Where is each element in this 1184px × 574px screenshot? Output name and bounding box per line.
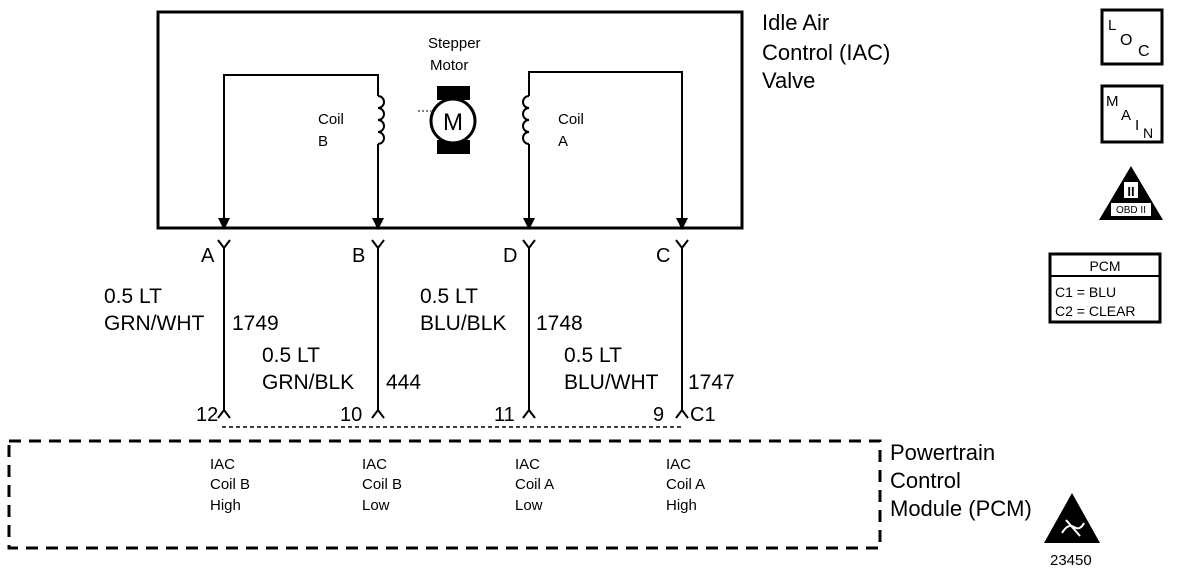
connector-forks [217,239,689,250]
main-icon: M A I N [1100,84,1164,144]
pcm-module-box [7,439,882,550]
svg-text:L: L [1108,17,1116,34]
wire-1-color: GRN/WHT [104,312,204,335]
svg-text:IAC: IAC [362,456,387,473]
wire-4-color: BLU/WHT [564,371,659,394]
loc-icon: L O C [1100,8,1164,66]
svg-text:Low: Low [362,497,390,514]
coil-b-label-2: B [318,133,328,150]
coil-a-winding [522,71,683,225]
figure-number: 23450 [1050,552,1092,569]
pcm-terminal-3: IAC Coil A Low [515,456,554,514]
motor-label-2: Motor [430,57,468,74]
connector-pin-d: D [503,245,517,267]
pcm-title-1: Powertrain [890,440,995,465]
terminal-arrows [218,218,688,230]
motor-symbol: M [443,109,463,136]
connector-pin-a: A [201,245,215,267]
pcm-terminal-1: IAC Coil B High [210,456,250,514]
wire-1-circuit: 1749 [232,312,279,335]
svg-text:OBD II: OBD II [1116,205,1146,216]
svg-text:O: O [1120,32,1132,49]
svg-text:Coil A: Coil A [515,476,554,493]
iac-valve-box [156,10,744,230]
pcm-pin-12: 12 [196,404,218,426]
svg-text:Coil A: Coil A [666,476,705,493]
wire-2-circuit: 444 [386,371,421,394]
svg-text:High: High [210,497,241,514]
pcm-connector-label: C1 [690,404,716,426]
coil-b-winding [223,74,385,225]
svg-text:IAC: IAC [515,456,540,473]
svg-text:PCM: PCM [1089,258,1120,274]
pcm-connector-forks [217,408,689,419]
svg-text:C1 = BLU: C1 = BLU [1055,284,1116,300]
stepper-motor-icon: M [418,86,477,154]
valve-title-2: Control (IAC) [762,40,890,65]
obd-ii-icon: II OBD II [1099,166,1163,220]
svg-text:M: M [1106,93,1119,110]
pcm-pin-11: 11 [494,404,515,426]
wire-2-gauge: 0.5 LT [262,344,320,367]
svg-text:II: II [1127,184,1134,199]
pcm-title-2: Control [890,468,961,493]
connector-pin-c: C [656,245,670,267]
coil-a-label-1: Coil [558,111,584,128]
pcm-terminal-4: IAC Coil A High [666,456,705,514]
pcm-title-3: Module (PCM) [890,496,1032,521]
wire-lines [223,248,683,410]
wire-4-circuit: 1747 [688,371,735,394]
wire-3-circuit: 1748 [536,312,583,335]
svg-text:C: C [1138,43,1150,60]
coil-b-label-1: Coil [318,111,344,128]
wire-2-color: GRN/BLK [262,371,354,394]
svg-text:C2 = CLEAR: C2 = CLEAR [1055,303,1136,319]
esd-warning-icon [1044,493,1100,543]
svg-text:Low: Low [515,497,543,514]
svg-text:N: N [1143,125,1153,141]
valve-title-3: Valve [762,68,815,93]
valve-title-1: Idle Air [762,10,829,35]
wire-4-gauge: 0.5 LT [564,344,622,367]
svg-text:Coil B: Coil B [210,476,250,493]
svg-text:A: A [1121,107,1131,124]
svg-text:High: High [666,497,697,514]
svg-text:IAC: IAC [666,456,691,473]
pcm-pin-10: 10 [340,404,362,426]
connector-pin-b: B [352,245,365,267]
motor-label-1: Stepper [428,35,481,52]
wire-1-gauge: 0.5 LT [104,285,162,308]
wire-3-gauge: 0.5 LT [420,285,478,308]
coil-a-label-2: A [558,133,568,150]
pcm-pin-9: 9 [653,404,664,426]
svg-text:I: I [1135,117,1139,134]
svg-text:Coil B: Coil B [362,476,402,493]
pcm-terminal-2: IAC Coil B Low [362,456,402,514]
wire-3-color: BLU/BLK [420,312,506,335]
pcm-legend-box: PCM C1 = BLU C2 = CLEAR [1048,252,1162,324]
svg-text:IAC: IAC [210,456,235,473]
